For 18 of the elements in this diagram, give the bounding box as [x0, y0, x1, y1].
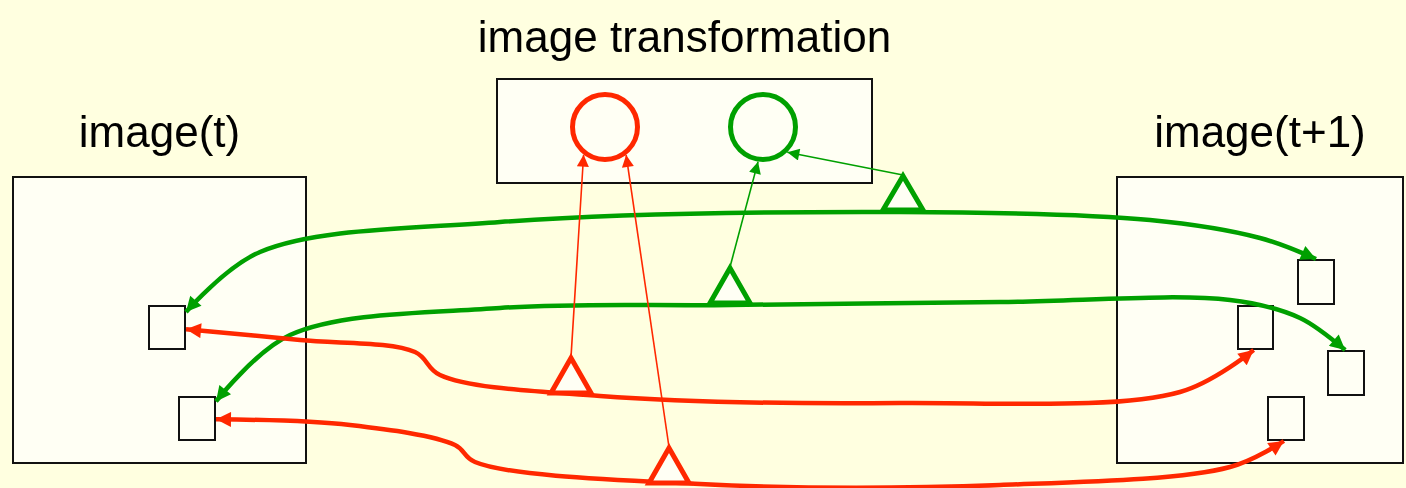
image-heading: image(t) — [77, 107, 242, 157]
feature-box — [1267, 396, 1305, 441]
image-heading: image transformation — [476, 12, 893, 62]
triangle-marker — [548, 355, 594, 396]
feature-box — [148, 305, 186, 350]
curved-arrow — [215, 411, 1286, 488]
feature-box — [1327, 350, 1365, 396]
triangle-marker — [646, 445, 692, 486]
feature-box — [1237, 305, 1274, 350]
curved-arrow — [185, 323, 1255, 407]
image-heading: image(t+1) — [1153, 107, 1367, 157]
curved-arrow — [184, 209, 1317, 314]
feature-box — [178, 396, 216, 441]
feature-box — [1297, 259, 1335, 305]
triangle-marker — [880, 173, 926, 213]
curved-arrow — [214, 295, 1347, 403]
triangle-marker — [707, 265, 753, 306]
arrow — [786, 148, 904, 176]
